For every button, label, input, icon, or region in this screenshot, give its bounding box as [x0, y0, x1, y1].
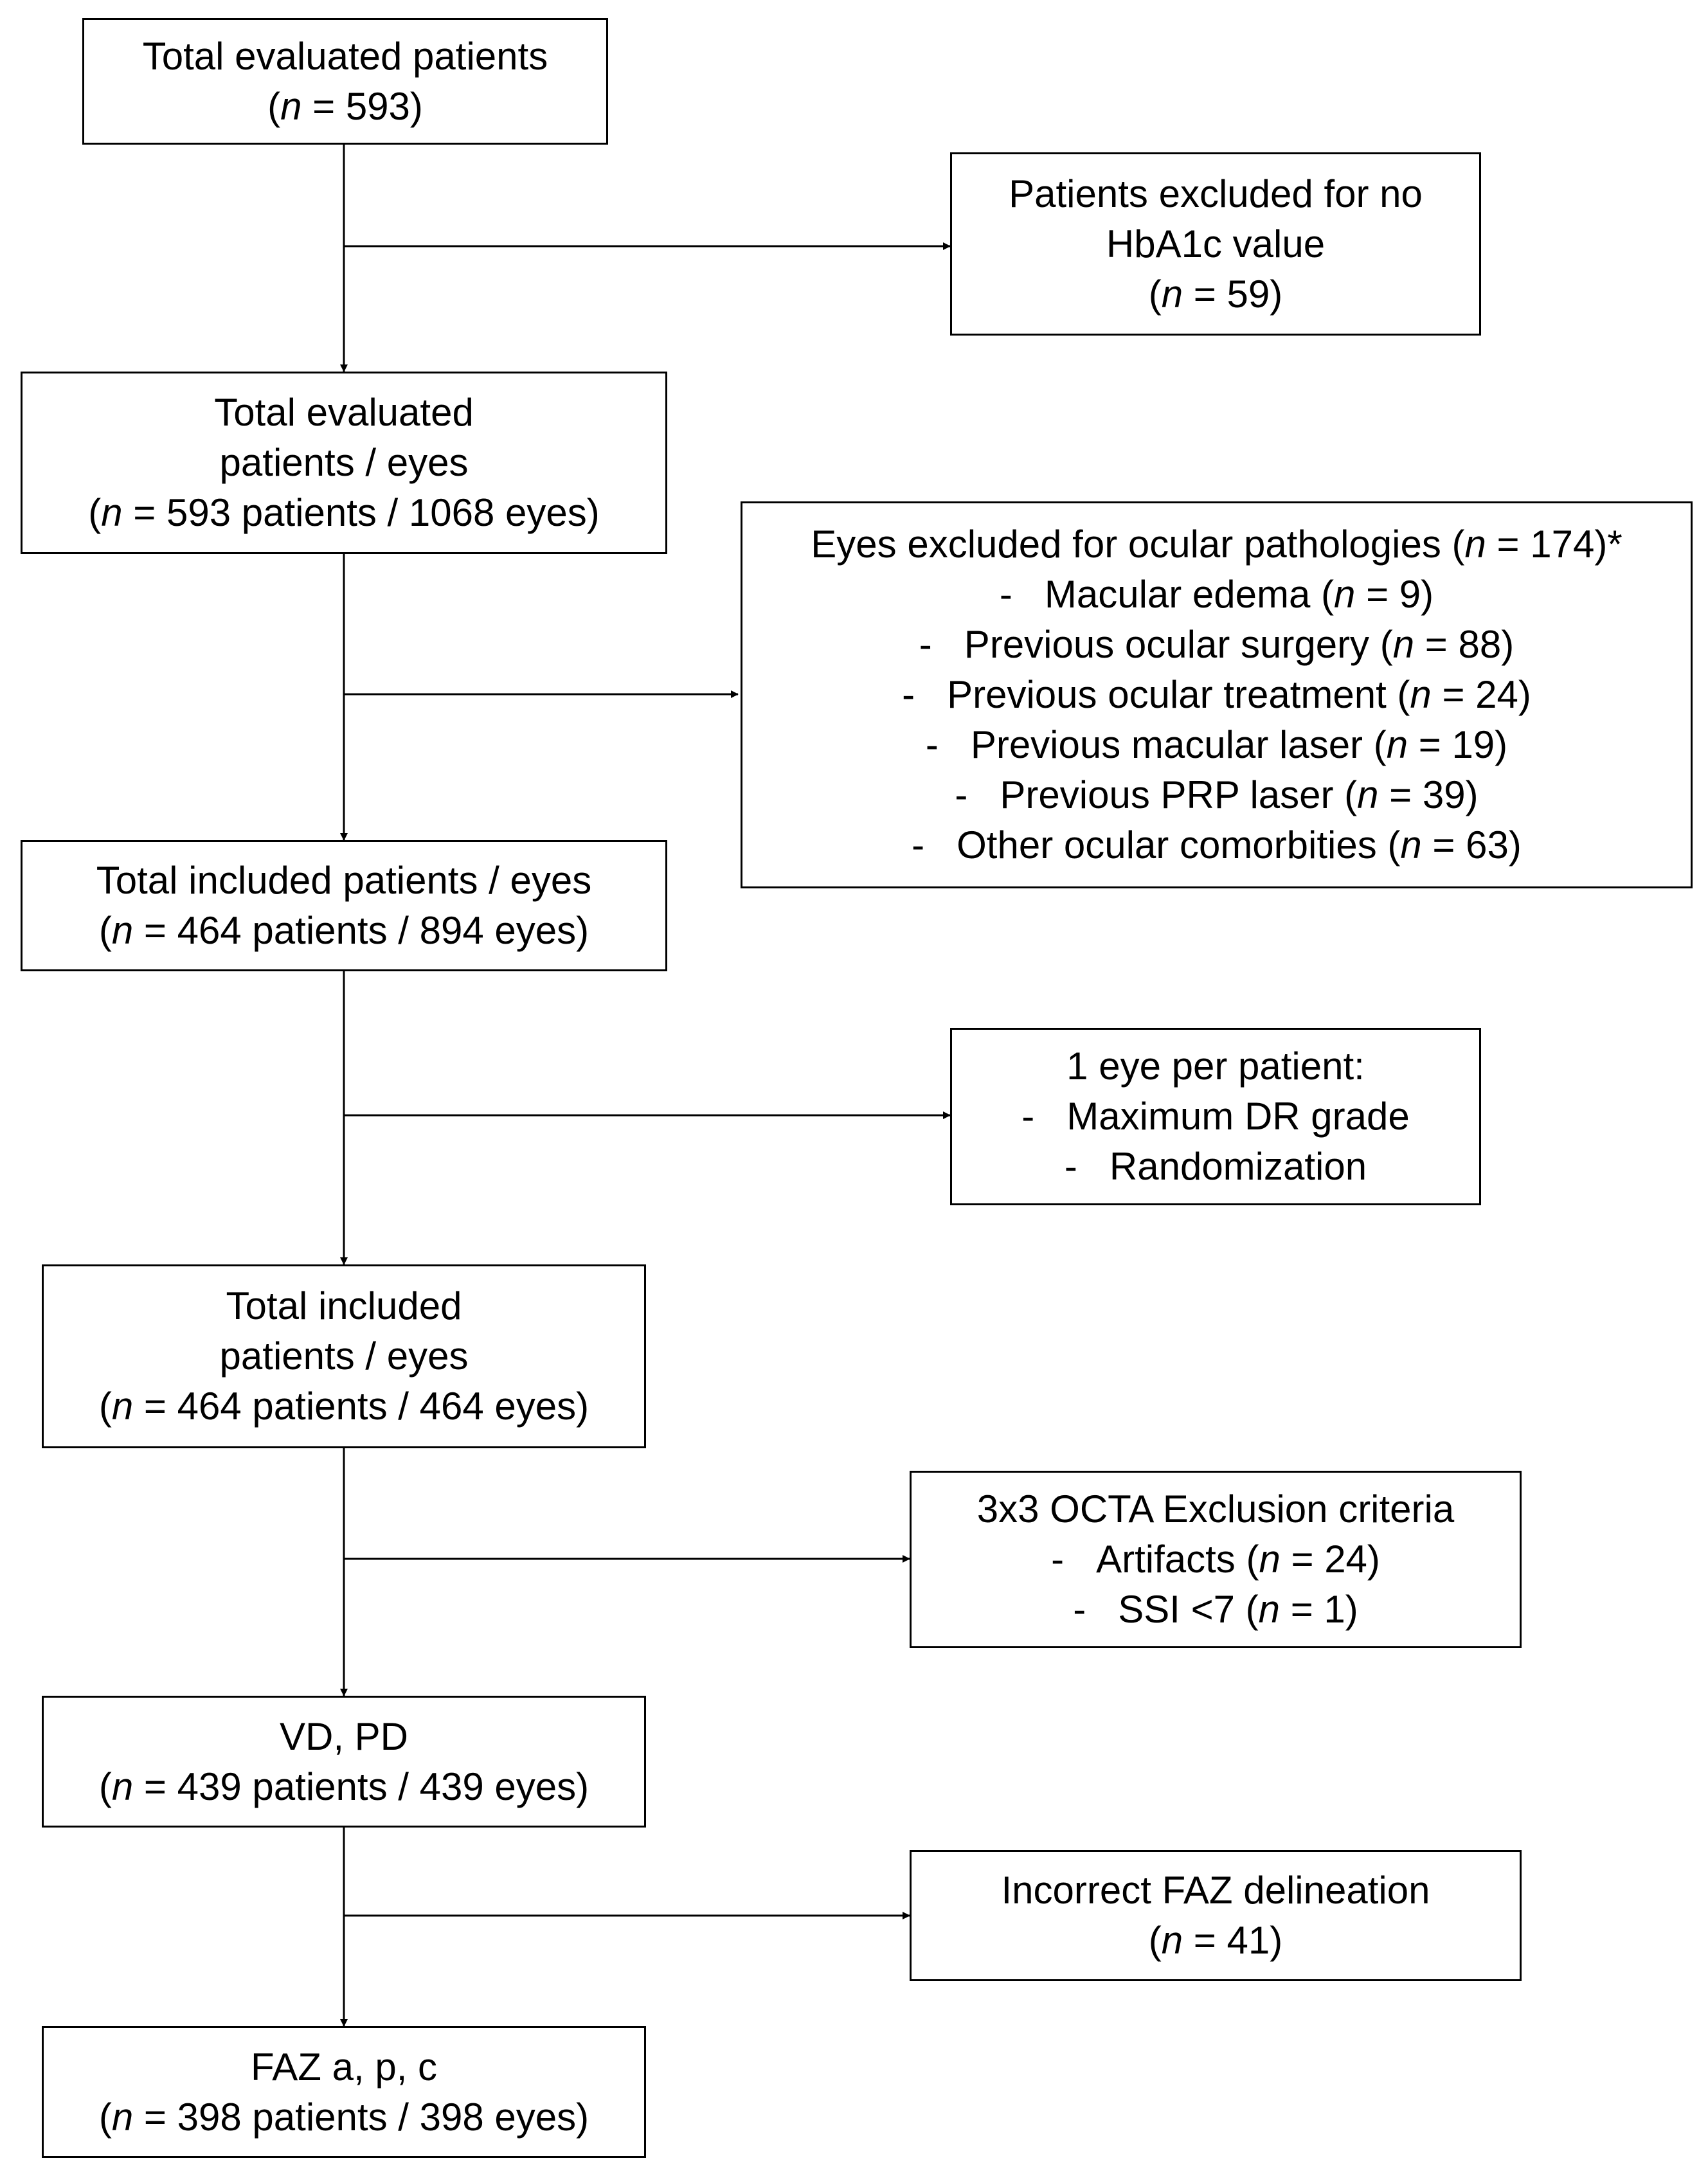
- box-text-line: (n = 439 patients / 439 eyes): [98, 1765, 589, 1808]
- box-text-line: (n = 41): [1148, 1919, 1283, 1962]
- box-text-line: Incorrect FAZ delineation: [1001, 1869, 1430, 1912]
- box-total-evaluated-patients-eyes: Total evaluated patients / eyes (n = 593 p…: [21, 372, 667, 554]
- box-total-evaluated-patients: Total evaluated patients (n = 593): [82, 18, 608, 145]
- box-excluded-no-hba1c: Patients excluded for no HbA1c value (n = …: [950, 152, 1481, 336]
- box-text-line: Total included: [226, 1284, 462, 1327]
- bullet-item: Other ocular comorbities (n = 63): [912, 820, 1522, 870]
- box-octa-exclusion-criteria: 3x3 OCTA Exclusion criteriaArtifacts (n …: [910, 1471, 1522, 1648]
- box-total-included-one-eye: Total included patients / eyes (n = 464 pa…: [42, 1264, 646, 1448]
- box-text-line: (n = 59): [1148, 272, 1283, 316]
- bullet-item: Macular edema (n = 9): [1000, 570, 1434, 620]
- box-text-line: patients / eyes: [219, 1334, 469, 1378]
- box-one-eye-per-patient: 1 eye per patient:Maximum DR gradeRandom…: [950, 1028, 1481, 1205]
- box-text-line: Total evaluated: [214, 391, 474, 434]
- bullet-item: Artifacts (n = 24): [1051, 1534, 1380, 1585]
- box-text-line: HbA1c value: [1106, 222, 1326, 265]
- bullet-item: Randomization: [1065, 1142, 1367, 1192]
- box-incorrect-faz-delineation: Incorrect FAZ delineation (n = 41): [910, 1850, 1522, 1981]
- box-text-line: VD, PD: [279, 1714, 409, 1758]
- box-excluded-ocular-pathologies: Eyes excluded for ocular pathologies (n …: [741, 501, 1693, 888]
- box-vd-pd: VD, PD (n = 439 patients / 439 eyes): [42, 1696, 646, 1828]
- box-text-line: 3x3 OCTA Exclusion criteria: [976, 1487, 1455, 1531]
- box-text-line: (n = 464 patients / 464 eyes): [98, 1385, 589, 1428]
- box-text-line: (n = 398 patients / 398 eyes): [98, 2095, 589, 2139]
- box-text-line: Patients excluded for no: [1009, 172, 1423, 215]
- box-faz: FAZ a, p, c (n = 398 patients / 398 eyes): [42, 2026, 646, 2158]
- bullet-item: SSI <7 (n = 1): [1073, 1585, 1358, 1635]
- bullet-item: Previous macular laser (n = 19): [926, 720, 1507, 770]
- box-text-line: Total included patients / eyes: [96, 859, 592, 902]
- bullet-item: Previous ocular surgery (n = 88): [919, 620, 1514, 670]
- bullet-item: Previous ocular treatment (n = 24): [902, 670, 1531, 720]
- box-text-line: (n = 593): [267, 84, 423, 128]
- box-text-line: (n = 464 patients / 894 eyes): [98, 909, 589, 952]
- box-text-line: FAZ a, p, c: [250, 2045, 438, 2089]
- box-text-line: Eyes excluded for ocular pathologies (n …: [811, 523, 1623, 566]
- box-text-line: patients / eyes: [219, 441, 469, 484]
- box-text-line: Total evaluated patients: [142, 34, 548, 78]
- bullet-item: Maximum DR grade: [1021, 1091, 1409, 1142]
- box-text-line: (n = 593 patients / 1068 eyes): [88, 491, 600, 534]
- box-total-included-patients-eyes: Total included patients / eyes (n = 464 p…: [21, 840, 667, 971]
- box-text-line: 1 eye per patient:: [1066, 1045, 1365, 1088]
- bullet-item: Previous PRP laser (n = 39): [955, 770, 1478, 820]
